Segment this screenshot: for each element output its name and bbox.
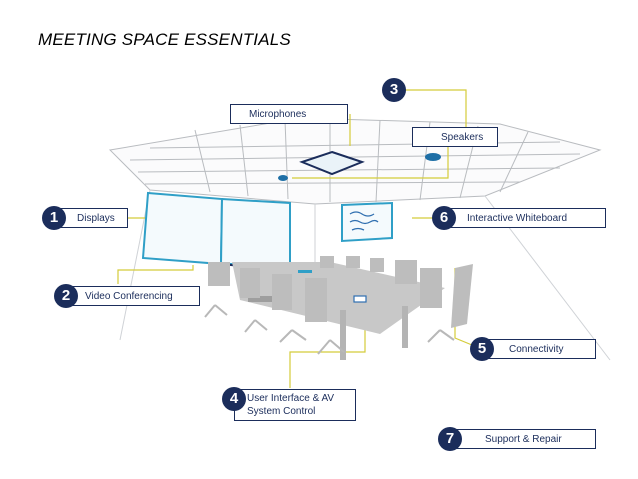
chair-bases: [204, 304, 455, 355]
ceiling-speaker-icon-small: [278, 175, 288, 181]
label-speakers: Speakers: [412, 127, 498, 147]
ceiling-microphone-icon: [299, 150, 365, 176]
whiteboard-icon: [341, 201, 393, 243]
badge-2: 2: [54, 284, 78, 308]
label-support-repair: Support & Repair: [450, 429, 596, 449]
connector-lines: [117, 89, 473, 388]
badge-5: 5: [470, 337, 494, 361]
conference-chairs-icon: [205, 256, 473, 328]
table-connectivity-icon: [298, 270, 312, 273]
badge-1: 1: [42, 206, 66, 230]
badge-3: 3: [382, 78, 406, 102]
ceiling-speaker-icon: [425, 153, 441, 161]
label-interactive-whiteboard: Interactive Whiteboard: [444, 208, 606, 228]
label-microphones: Microphones: [230, 104, 348, 124]
label-connectivity: Connectivity: [482, 339, 596, 359]
display-screens-icon: [141, 191, 291, 266]
badge-6: 6: [432, 206, 456, 230]
badge-4: 4: [222, 387, 246, 411]
label-user-interface-av-control: User Interface & AV System Control: [234, 389, 356, 421]
slide-title: MEETING SPACE ESSENTIALS: [38, 30, 291, 49]
table-control-panel-icon: [353, 295, 367, 303]
badge-7: 7: [438, 427, 462, 451]
label-video-conferencing: Video Conferencing: [66, 286, 200, 306]
